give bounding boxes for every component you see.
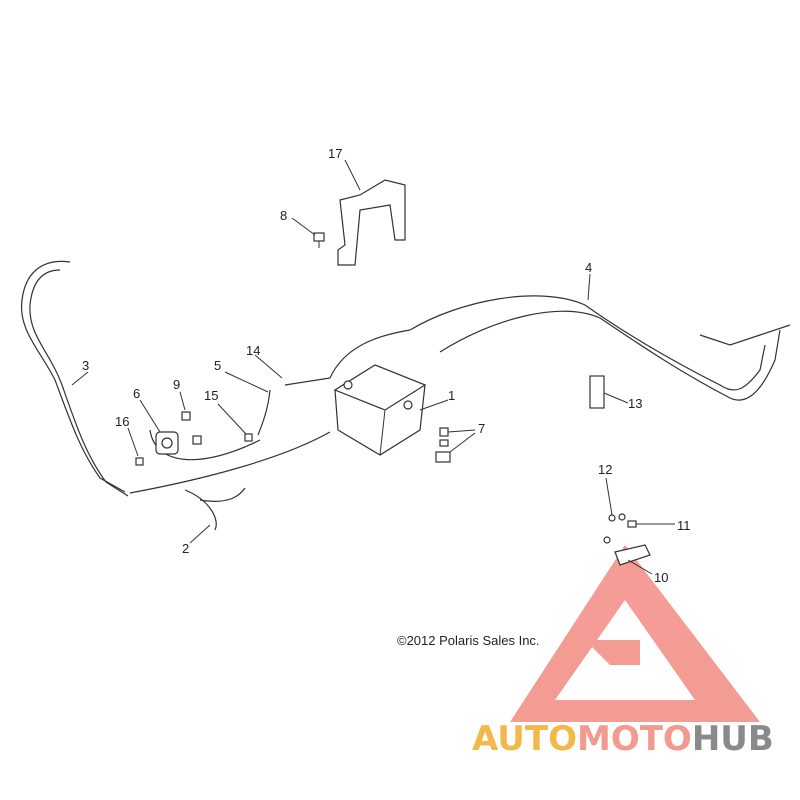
- callout-6: 6: [133, 386, 140, 401]
- copyright-text: ©2012 Polaris Sales Inc.: [397, 633, 540, 648]
- callout-labels: 17 8 4 3 14 5 6 9 15 1 16 7 13 12 11 10 …: [82, 146, 691, 585]
- callout-10: 10: [654, 570, 668, 585]
- cable-5: [149, 329, 411, 461]
- callout-9: 9: [173, 377, 180, 392]
- callout-7: 7: [478, 421, 485, 436]
- nut-9: [181, 411, 191, 421]
- automotohub-logo: [510, 545, 760, 722]
- watermark-auto: AUTO: [472, 719, 577, 759]
- callout-13: 13: [628, 396, 642, 411]
- terminal-block-10: [603, 536, 651, 566]
- callout-2: 2: [182, 541, 189, 556]
- nut-9b: [192, 435, 202, 445]
- solenoid: [155, 431, 179, 455]
- callout-17: 17: [328, 146, 342, 161]
- callout-16: 16: [115, 414, 129, 429]
- bolt-8: [313, 232, 325, 248]
- cable-harness-4: [409, 295, 791, 401]
- callout-8: 8: [280, 208, 287, 223]
- watermark-moto: MOTO: [577, 719, 692, 759]
- battery-bracket: [337, 179, 406, 266]
- callout-1: 1: [448, 388, 455, 403]
- callout-12: 12: [598, 462, 612, 477]
- watermark-hub: HUB: [692, 719, 774, 759]
- bolt-11: [627, 520, 637, 528]
- hardware-7: [435, 427, 451, 463]
- callout-11: 11: [677, 518, 691, 533]
- screws-12: [608, 513, 626, 522]
- callout-3: 3: [82, 358, 89, 373]
- battery: [333, 364, 427, 456]
- label-13: [589, 375, 605, 409]
- watermark-text: AUTOMOTOHUB: [472, 719, 774, 759]
- callout-14: 14: [246, 343, 260, 358]
- nut-15: [244, 433, 253, 442]
- nut-16: [135, 457, 144, 466]
- callout-5: 5: [214, 358, 221, 373]
- leader-lines: [71, 159, 675, 575]
- callout-4: 4: [585, 260, 592, 275]
- cable-harness-3: [20, 260, 129, 497]
- callout-15: 15: [204, 388, 218, 403]
- cable-2: [129, 431, 331, 531]
